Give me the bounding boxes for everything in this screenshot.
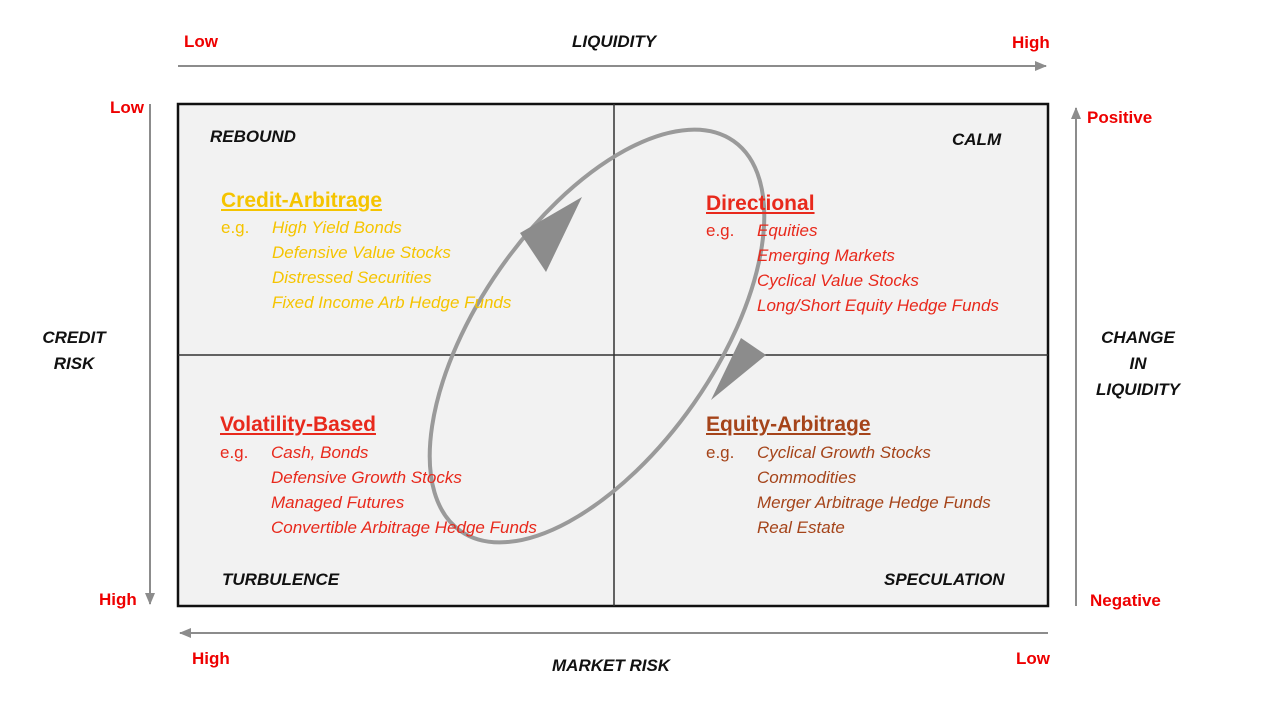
- equity-arbitrage-item: Merger Arbitrage Hedge Funds: [757, 493, 991, 512]
- directional-eg: e.g.: [706, 221, 735, 240]
- equity-arbitrage-eg: e.g.: [706, 443, 735, 462]
- market-risk-high-label: High: [192, 649, 230, 668]
- volatility-based-heading: Volatility-Based: [220, 413, 376, 436]
- credit-arbitrage-item: Fixed Income Arb Hedge Funds: [272, 293, 512, 312]
- directional-item: Long/Short Equity Hedge Funds: [757, 296, 999, 315]
- equity-arbitrage-heading: Equity-Arbitrage: [706, 413, 871, 436]
- change-in-liquidity-title-line-3: LIQUIDITY: [1095, 380, 1181, 399]
- cycle-arrowhead-down-icon: [711, 338, 766, 400]
- directional-item: Equities: [757, 221, 818, 240]
- change-in-liquidity-positive-label: Positive: [1087, 108, 1153, 127]
- volatility-based-item: Cash, Bonds: [271, 443, 369, 462]
- directional-item: Cyclical Value Stocks: [757, 271, 919, 290]
- change-in-liquidity-title-line-2: IN: [1129, 354, 1147, 373]
- change-in-liquidity-title-line-1: CHANGE: [1101, 328, 1175, 347]
- credit-risk-title-line-2: RISK: [53, 354, 95, 373]
- change-in-liquidity-axis-title: CHANGE IN LIQUIDITY: [1080, 325, 1196, 403]
- credit-arbitrage-heading: Credit-Arbitrage: [221, 189, 383, 212]
- equity-arbitrage-item: Cyclical Growth Stocks: [757, 443, 931, 462]
- cycle-arrowhead-up-icon: [520, 197, 582, 272]
- quadrant-turbulence-name: TURBULENCE: [222, 570, 340, 589]
- volatility-based-item: Defensive Growth Stocks: [271, 468, 462, 487]
- credit-risk-axis-title: CREDIT RISK: [36, 325, 112, 377]
- liquidity-axis-title: LIQUIDITY: [572, 32, 657, 51]
- volatility-based-item: Convertible Arbitrage Hedge Funds: [271, 518, 537, 537]
- directional-heading: Directional: [706, 192, 815, 215]
- equity-arbitrage-item: Real Estate: [757, 518, 845, 537]
- volatility-based-item: Managed Futures: [271, 493, 405, 512]
- liquidity-low-label: Low: [184, 32, 218, 51]
- credit-arbitrage-item: Defensive Value Stocks: [272, 243, 451, 262]
- liquidity-high-label: High: [1012, 33, 1050, 52]
- market-risk-axis-title: MARKET RISK: [552, 656, 671, 675]
- credit-risk-high-label: High: [99, 590, 137, 609]
- volatility-based-eg: e.g.: [220, 443, 249, 462]
- cycle-loop: [427, 127, 767, 545]
- credit-arbitrage-item: High Yield Bonds: [272, 218, 402, 237]
- directional-item: Emerging Markets: [757, 246, 895, 265]
- credit-arbitrage-eg: e.g.: [221, 218, 250, 237]
- credit-risk-title-line-1: CREDIT: [42, 328, 106, 347]
- equity-arbitrage-item: Commodities: [757, 468, 857, 487]
- credit-arbitrage-item: Distressed Securities: [272, 268, 432, 287]
- credit-risk-low-label: Low: [110, 98, 144, 117]
- change-in-liquidity-negative-label: Negative: [1090, 591, 1161, 610]
- quadrant-rebound-name: REBOUND: [210, 127, 296, 146]
- market-risk-low-label: Low: [1016, 649, 1050, 668]
- quadrant-speculation-name: SPECULATION: [884, 570, 1005, 589]
- quadrant-calm-name: CALM: [952, 130, 1002, 149]
